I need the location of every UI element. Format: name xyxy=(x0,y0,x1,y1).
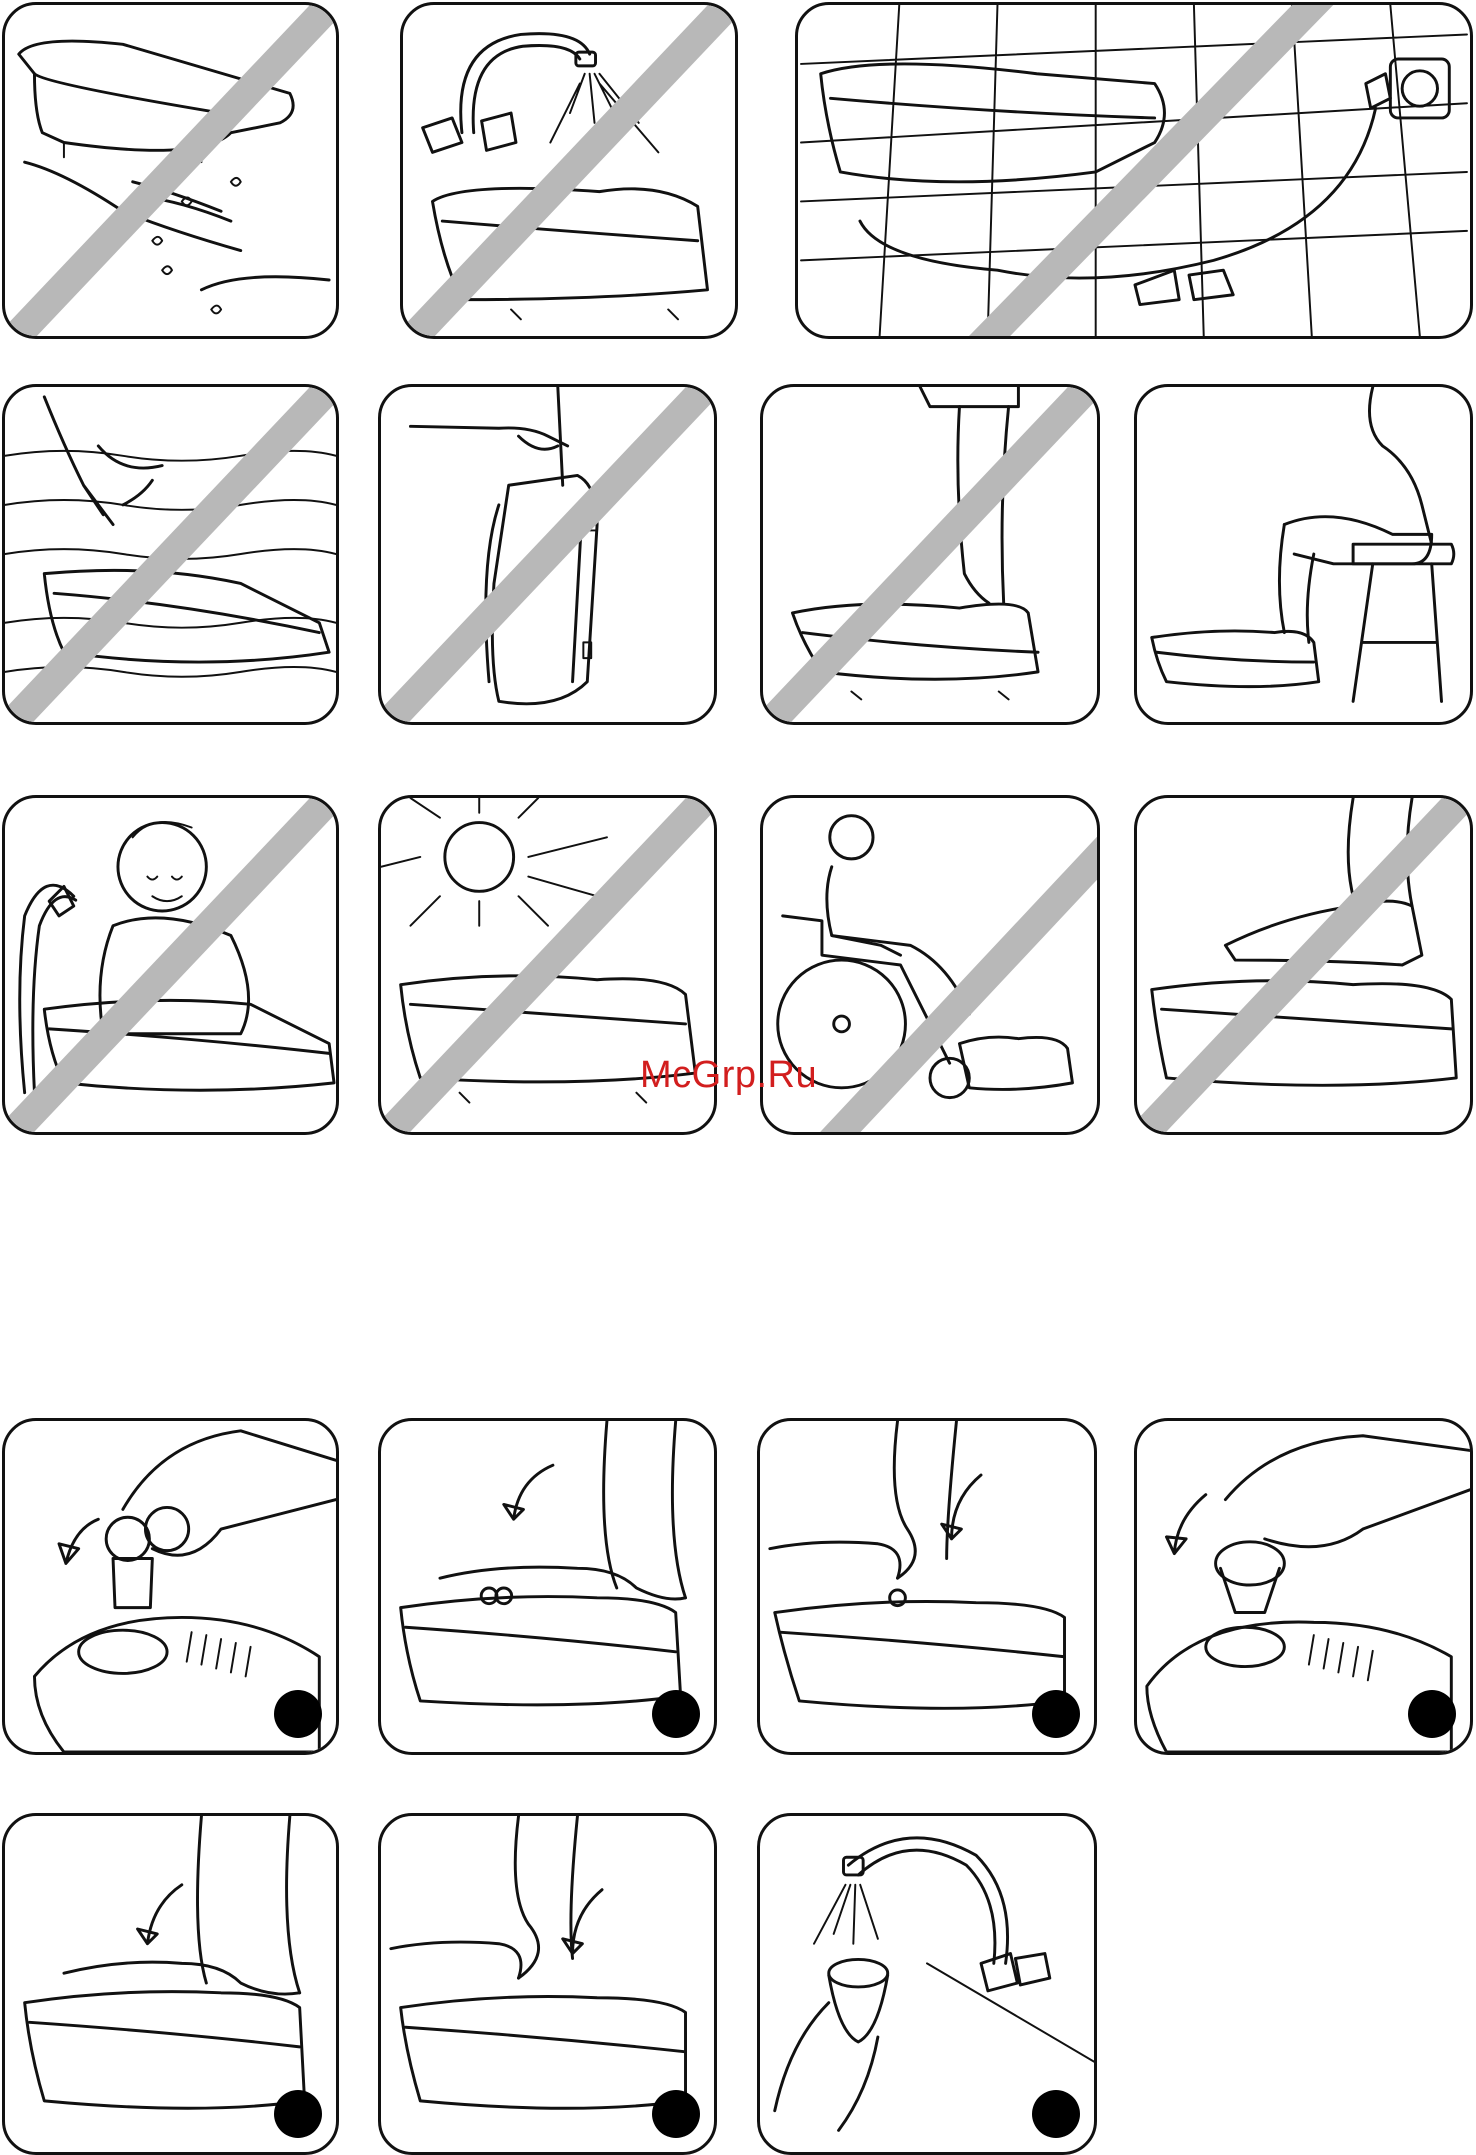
step-panel-foot-on-roller xyxy=(378,1418,717,1755)
prohibition-stripe xyxy=(5,5,336,336)
prohibition-stripe xyxy=(763,387,1097,722)
prohibition-stripe xyxy=(5,798,336,1132)
step-panel-foot-on-brush xyxy=(2,1813,339,2155)
tap-water-illustration xyxy=(403,5,735,336)
bathroom-socket-illustration xyxy=(798,5,1470,336)
step-marker-dot xyxy=(1408,1690,1456,1738)
step-marker-dot xyxy=(652,1690,700,1738)
warning-panel-standing-on-appliance xyxy=(760,384,1100,725)
step-panel-attach-brush xyxy=(1134,1418,1473,1755)
watermark-text: McGrp.Ru xyxy=(640,1054,817,1097)
step-panel-attach-roller xyxy=(2,1418,339,1755)
prohibition-stripe-partial xyxy=(822,837,1097,1132)
step-marker-dot xyxy=(1032,1690,1080,1738)
step-marker-dot xyxy=(274,1690,322,1738)
carry-by-cord-illustration xyxy=(381,387,714,722)
prohibition-stripe xyxy=(5,387,336,722)
warning-panel-appliance-in-water xyxy=(2,384,339,725)
step-marker-dot xyxy=(652,2090,700,2138)
warning-panel-shoe-on-appliance xyxy=(1134,795,1473,1135)
appliance-in-water-illustration xyxy=(5,387,336,722)
warning-panel-bathroom-socket xyxy=(795,2,1473,339)
child-with-cord-illustration xyxy=(5,798,336,1132)
wet-hands-illustration xyxy=(5,5,336,336)
warning-panel-tap-water xyxy=(400,2,738,339)
warning-panel-child-with-cord xyxy=(2,795,339,1135)
step-marker-dot xyxy=(274,2090,322,2138)
step-marker-dot xyxy=(1032,2090,1080,2138)
shoe-on-appliance-illustration xyxy=(1137,798,1470,1132)
prohibition-stripe xyxy=(403,5,735,336)
warning-panel-wet-hands xyxy=(2,2,339,339)
standing-on-appliance-illustration xyxy=(763,387,1097,722)
step-panel-heel-on-brush xyxy=(378,1813,717,2155)
warning-panel-carry-by-cord xyxy=(378,384,717,725)
sitting-use-illustration xyxy=(1137,387,1470,722)
step-panel-rinse-attachment xyxy=(757,1813,1097,2155)
info-panel-sitting-use xyxy=(1134,384,1473,725)
step-panel-heel-on-roller xyxy=(757,1418,1097,1755)
